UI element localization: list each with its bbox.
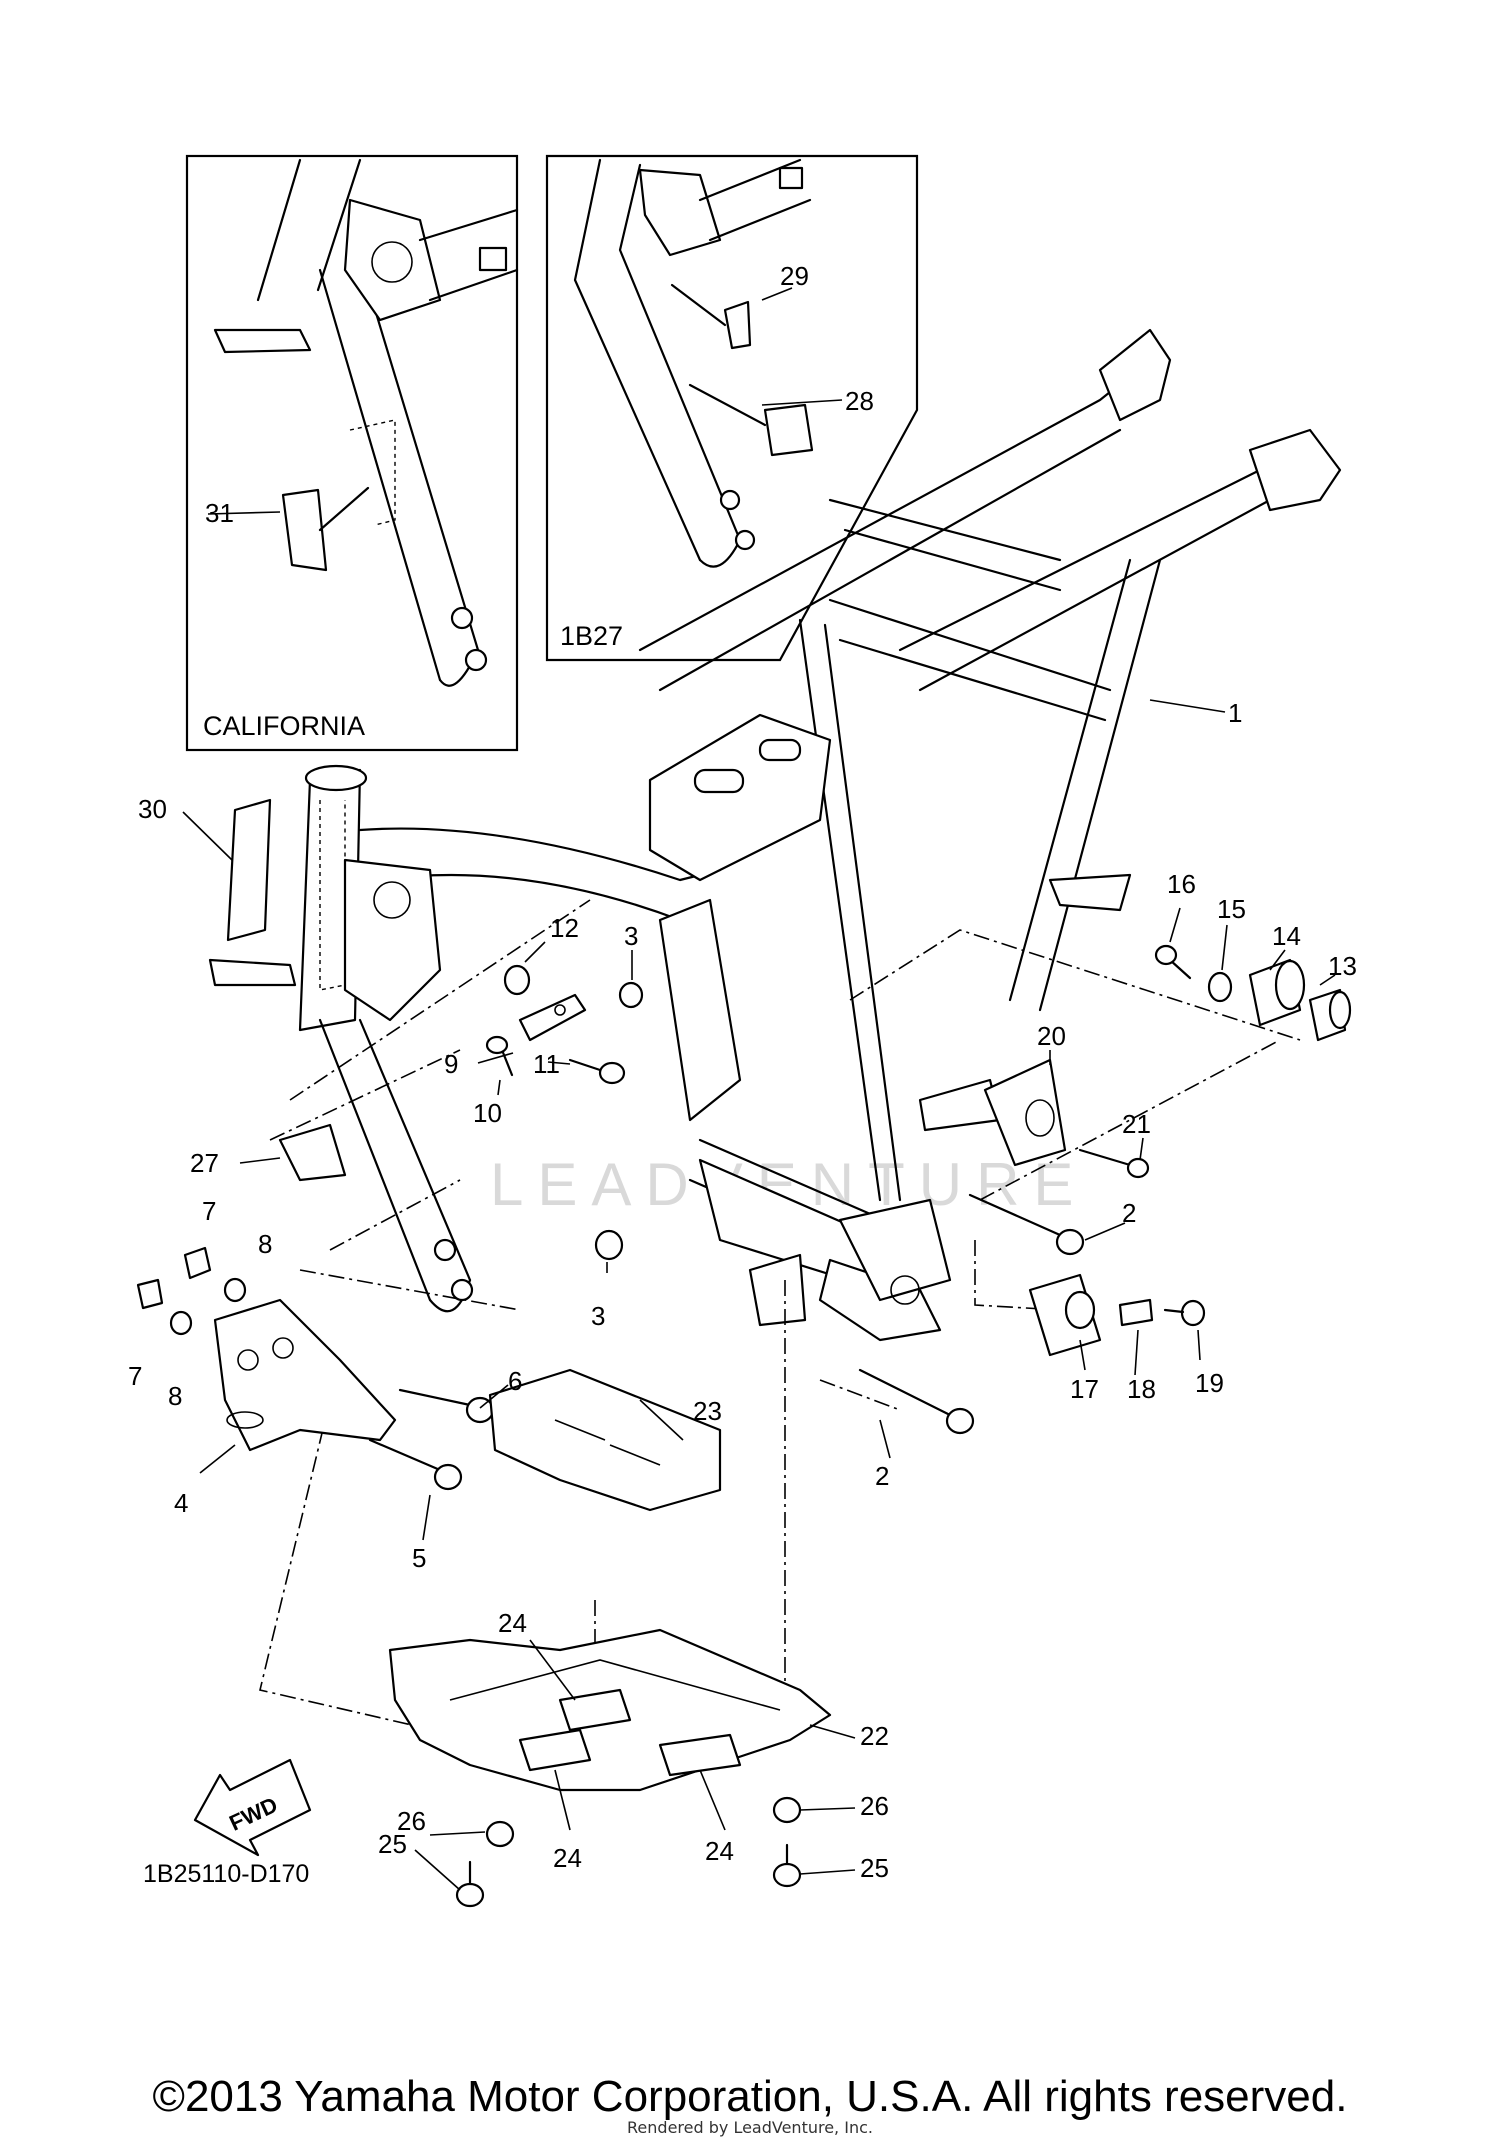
inset-california: CALIFORNIA: [185, 154, 519, 752]
callout-6: 6: [508, 1366, 522, 1396]
frame-assembly: [208, 328, 1342, 1342]
callout-5: 5: [412, 1543, 426, 1573]
callout-15: 15: [1217, 894, 1246, 924]
small-parts: [136, 798, 1352, 1908]
callout-7a: 7: [202, 1196, 216, 1226]
inset-1b27: 1B27: [545, 154, 919, 662]
callout-31: 31: [205, 498, 234, 528]
callout-14: 14: [1272, 921, 1301, 951]
callout-2a: 2: [1122, 1198, 1136, 1228]
callout-18: 18: [1127, 1374, 1156, 1404]
callout-29: 29: [780, 261, 809, 291]
callout-12: 12: [550, 913, 579, 943]
callout-25a: 25: [378, 1829, 407, 1859]
callout-7b: 7: [128, 1361, 142, 1391]
callout-26a: 26: [397, 1806, 426, 1836]
callout-24a: 24: [498, 1608, 527, 1638]
callout-11: 11: [533, 1049, 560, 1079]
callout-8b: 8: [168, 1381, 182, 1411]
callout-16: 16: [1167, 869, 1196, 899]
rendered-by: Rendered by LeadVenture, Inc.: [627, 2118, 873, 2137]
callout-3b: 3: [591, 1301, 605, 1331]
callout-2b: 2: [875, 1461, 889, 1491]
callout-25b: 25: [860, 1853, 889, 1883]
callout-8a: 8: [258, 1229, 272, 1259]
callout-9: 9: [444, 1049, 458, 1079]
callout-17: 17: [1070, 1374, 1099, 1404]
callout-24b: 24: [553, 1843, 582, 1873]
callout-13: 13: [1328, 951, 1357, 981]
callout-23: 23: [693, 1396, 722, 1426]
leader-lines: [182, 287, 1336, 1891]
fwd-arrow-icon: FWD: [193, 1758, 312, 1857]
callout-27: 27: [190, 1148, 219, 1178]
copyright-notice: ©2013 Yamaha Motor Corporation, U.S.A. A…: [152, 2072, 1348, 2121]
diagram-code: 1B25110-D170: [143, 1860, 309, 1888]
callout-26b: 26: [860, 1791, 889, 1821]
callouts: 1 2 2 3 3 4 5 6 7 7 8 8 9 10 11 12 13 14…: [128, 261, 1357, 1883]
callout-24c: 24: [705, 1836, 734, 1866]
reference-lines: [259, 899, 1301, 1760]
callout-10: 10: [473, 1098, 502, 1128]
callout-20: 20: [1037, 1021, 1066, 1051]
callout-22: 22: [860, 1721, 889, 1751]
callout-1: 1: [1228, 698, 1242, 728]
callout-3a: 3: [624, 921, 638, 951]
callout-19: 19: [1195, 1368, 1224, 1398]
callout-4: 4: [174, 1488, 188, 1518]
callout-21: 21: [1122, 1109, 1151, 1139]
callout-30: 30: [138, 794, 167, 824]
inset-california-title: CALIFORNIA: [203, 711, 365, 741]
callout-28: 28: [845, 386, 874, 416]
inset-1b27-title: 1B27: [560, 621, 623, 651]
